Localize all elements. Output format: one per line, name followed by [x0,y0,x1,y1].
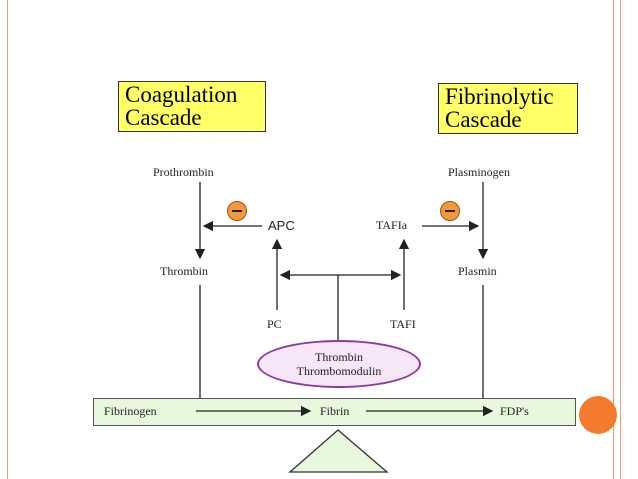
node-tafi: TAFI [390,317,416,331]
slide-border-right [613,0,614,479]
node-fdps: FDP's [500,404,529,418]
node-fibrinogen: Fibrinogen [104,404,157,418]
inhibition-icon [440,201,460,221]
node-fibrin: Fibrin [320,404,350,418]
slide-accent-dot [579,396,617,434]
complex-line-2: Thrombomodulin [296,364,382,378]
title-line-1: Fibrinolytic [445,84,554,109]
balance-fulcrum [288,429,389,473]
title-line-2: Cascade [445,107,522,132]
node-pc: PC [267,317,282,331]
thrombin-thrombomodulin-complex: Thrombin Thrombomodulin [257,340,421,388]
node-plasmin: Plasmin [458,264,497,278]
complex-line-1: Thrombin [315,350,363,364]
node-tafia: TAFIa [376,218,408,232]
fibrinolytic-cascade-title: Fibrinolytic Cascade [438,83,578,134]
title-line-1: Coagulation [125,82,238,107]
node-thrombin: Thrombin [160,264,208,278]
coagulation-cascade-title: Coagulation Cascade [118,81,266,132]
slide-border-left [7,0,8,479]
node-apc: APC [268,218,295,233]
title-line-2: Cascade [125,105,202,130]
node-plasminogen: Plasminogen [448,165,510,179]
fibrin-balance-bar [93,398,576,426]
node-prothrombin: Prothrombin [153,165,214,179]
slide-border-right-inner [620,0,621,479]
inhibition-icon [227,201,247,221]
